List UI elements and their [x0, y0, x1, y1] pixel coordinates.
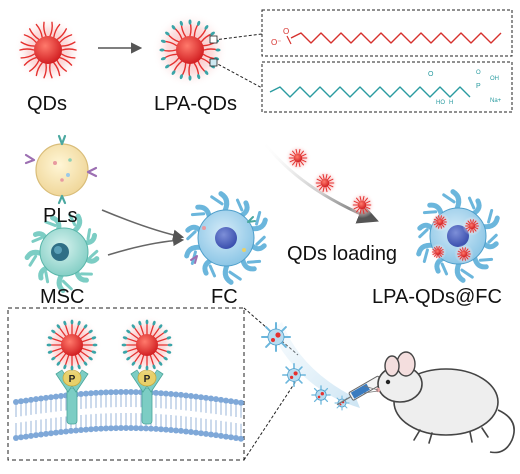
injection-beam [270, 322, 360, 408]
platelet-vesicle [24, 134, 98, 205]
label-msc: MSC [40, 286, 85, 308]
lpa-qds-fc-cell [416, 189, 500, 283]
label-qds: QDs [27, 93, 67, 115]
inset-connector-bottom [243, 377, 299, 461]
ester-o: O [428, 71, 434, 78]
msc-cell [24, 213, 100, 294]
phosphate-p: P [476, 83, 481, 90]
connector-top [213, 33, 263, 41]
qd-particle [14, 16, 82, 84]
zoom-marker-top [209, 35, 218, 44]
sodium-label: Na+ [490, 98, 502, 104]
lpa-qd-particle [152, 12, 228, 88]
label-lpa-qds: LPA-QDs [154, 93, 237, 115]
circulating-cells [261, 322, 350, 411]
label-qds-loading: QDs loading [287, 243, 398, 265]
zoom-marker-bottom [209, 58, 218, 67]
floating-qds [284, 144, 376, 219]
receptor-p-label: P [69, 374, 76, 385]
label-fc: FC [211, 286, 238, 308]
phosphate-oh: OH [490, 76, 499, 82]
connector-bottom [213, 61, 263, 89]
carboxylate-o: O [283, 27, 289, 36]
label-lpa-qds-fc: LPA-QDs@FC [372, 286, 502, 308]
label-pls: PLs [43, 205, 78, 227]
phosphate-o: O [476, 70, 481, 76]
lpa-structure-box: O HO H P O OH Na+ [261, 61, 513, 113]
hydroxyl-ho: HO [436, 100, 445, 106]
receptor-p-label: P [144, 374, 151, 385]
fc-cell [184, 191, 268, 285]
membrane-inset: P P [7, 307, 245, 461]
arrow-msc-to-fc [107, 234, 185, 256]
mouse-illustration [363, 351, 515, 454]
oleic-acid-box: O O⁻ [261, 9, 513, 57]
arrow-pls-to-fc [101, 209, 185, 241]
hydroxyl-h: H [449, 100, 453, 106]
carboxylate-o-minus: O⁻ [271, 38, 281, 47]
